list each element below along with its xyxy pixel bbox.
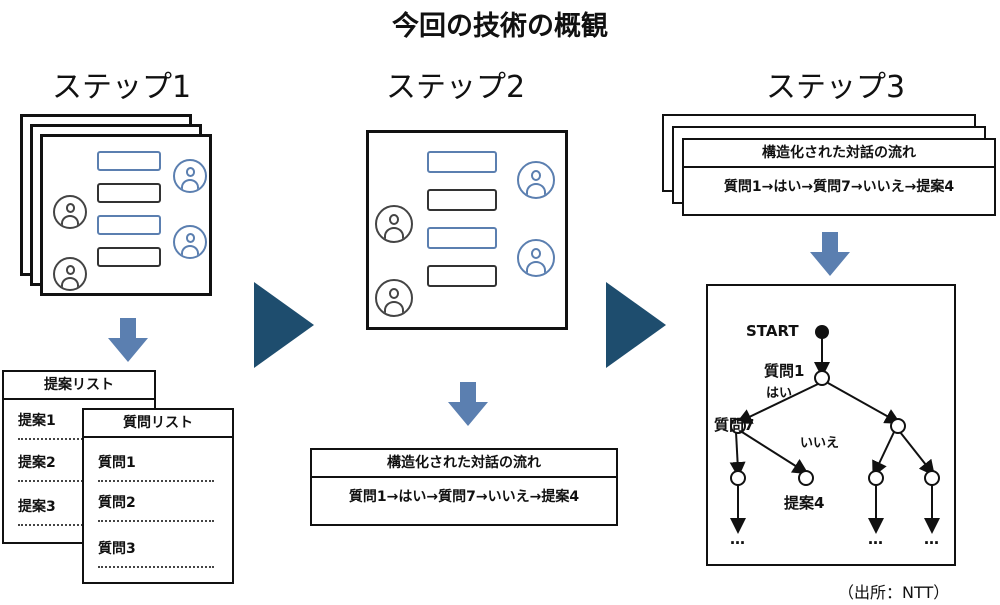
- user-avatar-icon: [173, 225, 207, 259]
- tree-node: [814, 370, 830, 386]
- chat-bubble: [97, 247, 161, 267]
- chat-bubble: [427, 265, 497, 287]
- tree-yes-label: はい: [766, 386, 793, 401]
- user-avatar-icon: [375, 279, 413, 317]
- dialog-tree-card: START 質問1 はい 質問7 いいえ 提案4 … … …: [706, 284, 956, 566]
- user-avatar-icon: [53, 195, 87, 229]
- down-arrow-icon: [448, 382, 488, 426]
- user-avatar-icon: [53, 257, 87, 291]
- chat-bubble: [97, 183, 161, 203]
- right-arrow-icon: [254, 282, 314, 368]
- right-arrow-icon: [606, 282, 666, 368]
- down-arrow-icon: [810, 232, 850, 276]
- down-arrow-icon: [108, 318, 148, 362]
- structured-flow-box: 構造化された対話の流れ 質問1→はい→質問7→いいえ→提案4: [310, 448, 618, 526]
- proposal-list-header: 提案リスト: [4, 372, 154, 400]
- user-avatar-icon: [517, 161, 555, 199]
- tree-edge: [729, 431, 746, 478]
- tree-node: [798, 470, 814, 486]
- tree-start-label: START: [746, 322, 799, 340]
- text-placeholder-line: [98, 562, 214, 568]
- text-placeholder-line: [18, 476, 86, 482]
- text-placeholder-line: [98, 516, 214, 522]
- tree-ellipsis: …: [868, 530, 883, 548]
- tree-no-label: いいえ: [800, 436, 840, 451]
- proposal-list-item: 提案2: [18, 455, 56, 471]
- structured-flow-header: 構造化された対話の流れ: [684, 140, 994, 168]
- tree-node: [730, 470, 746, 486]
- chat-bubble: [427, 189, 497, 211]
- tree-ellipsis: …: [924, 530, 939, 548]
- tree-question-7-label: 質問7: [714, 416, 755, 434]
- proposal-list-item: 提案3: [18, 499, 56, 515]
- chat-bubble: [97, 151, 161, 171]
- step-1-label: ステップ1: [52, 70, 192, 105]
- structured-flow-body: 質問1→はい→質問7→いいえ→提案4: [723, 179, 955, 195]
- chat-card-front: [40, 134, 212, 296]
- dialog-tree: [729, 325, 940, 534]
- question-list: 質問リスト 質問1 質問2 質問3: [82, 408, 234, 584]
- tree-ellipsis: …: [730, 530, 745, 548]
- user-avatar-icon: [173, 159, 207, 193]
- chat-bubble: [97, 215, 161, 235]
- step-3-label: ステップ3: [766, 70, 906, 105]
- step-2-label: ステップ2: [386, 70, 526, 105]
- tree-proposal-4-label: 提案4: [784, 494, 825, 512]
- structured-flow-box: 構造化された対話の流れ 質問1→はい→質問7→いいえ→提案4: [682, 138, 996, 216]
- tree-node: [890, 418, 906, 434]
- page-title: 今回の技術の概観: [392, 11, 608, 42]
- source-credit: （出所：NTT）: [838, 583, 950, 602]
- tree-start-node: [815, 325, 829, 339]
- text-placeholder-line: [18, 520, 86, 526]
- structured-flow-header: 構造化された対話の流れ: [312, 450, 616, 478]
- text-placeholder-line: [98, 476, 214, 482]
- tree-question-1-label: 質問1: [764, 362, 805, 380]
- text-placeholder-line: [18, 434, 86, 440]
- chat-bubble: [427, 151, 497, 173]
- tree-edge: [899, 431, 935, 477]
- tree-node: [868, 470, 884, 486]
- chat-bubble: [427, 227, 497, 249]
- tree-node: [730, 418, 746, 434]
- tree-edge: [741, 431, 809, 475]
- tree-edge: [827, 382, 901, 424]
- question-list-item: 質問1: [98, 455, 136, 471]
- proposal-list-item: 提案1: [18, 413, 56, 429]
- question-list-item: 質問2: [98, 495, 136, 511]
- tree-edge: [735, 383, 819, 424]
- user-avatar-icon: [375, 205, 413, 243]
- tree-node: [924, 470, 940, 486]
- question-list-header: 質問リスト: [84, 410, 232, 438]
- structured-flow-body: 質問1→はい→質問7→いいえ→提案4: [348, 489, 580, 505]
- question-list-item: 質問3: [98, 541, 136, 557]
- chat-card: [366, 130, 568, 330]
- tree-edge: [872, 431, 895, 478]
- user-avatar-icon: [517, 239, 555, 277]
